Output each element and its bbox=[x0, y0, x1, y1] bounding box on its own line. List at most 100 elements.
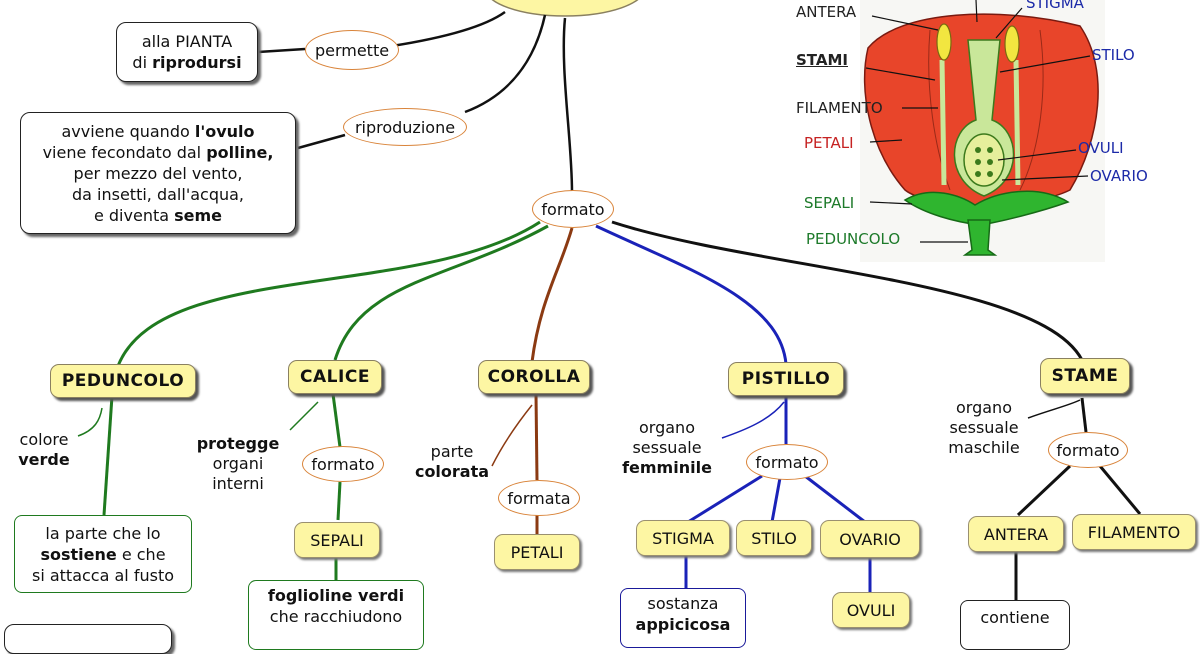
connector-lines bbox=[77, 0, 1142, 600]
corolla-note-l2: colorata bbox=[414, 462, 490, 481]
peduncolo-box: la parte che lo sostiene e che si attacc… bbox=[14, 515, 192, 593]
pianta-line2-pre: di bbox=[132, 53, 153, 72]
fig-label-petali: PETALI bbox=[804, 134, 854, 152]
fig-label-sepali: SEPALI bbox=[804, 194, 855, 212]
pistillo-box-l2: appicicosa bbox=[635, 615, 731, 634]
stame-antera-label: ANTERA bbox=[983, 524, 1049, 544]
repro-l1-bold: l'ovulo bbox=[194, 121, 255, 141]
reproduction-box: avviene quando l'ovulo viene fecondato d… bbox=[20, 112, 296, 234]
concept-stame: STAME bbox=[1040, 358, 1130, 394]
peduncolo-box-l1: la parte che lo bbox=[45, 523, 161, 543]
pistillo-note-l3: femminile bbox=[622, 458, 712, 477]
stem-shape bbox=[962, 219, 998, 256]
corolla-note-l1: parte bbox=[430, 442, 474, 461]
branch-pistillo bbox=[595, 224, 788, 365]
branch-peduncolo bbox=[116, 220, 541, 367]
root-node-fragment bbox=[491, 0, 639, 17]
flower-illustration bbox=[860, 0, 1105, 262]
link-corolla-formata: formata bbox=[498, 480, 580, 516]
line-riproduzione bbox=[297, 133, 346, 150]
pianta-line2-bold: riprodursi bbox=[152, 53, 242, 72]
calice-title: CALICE bbox=[300, 367, 370, 387]
stame-filamento-label: FILAMENTO bbox=[1087, 522, 1181, 542]
repro-l2-bold: polline, bbox=[206, 142, 274, 162]
fig-label-stilo: STILO bbox=[1092, 46, 1135, 64]
concept-calice: CALICE bbox=[288, 360, 382, 394]
pistillo-stilo-label: STILO bbox=[751, 528, 797, 548]
link-pistillo-formato-label: formato bbox=[755, 452, 819, 472]
link-formato-main: formato bbox=[532, 190, 614, 228]
fig-label-ovuli: OVULI bbox=[1078, 139, 1124, 157]
link-riproduzione-label: riproduzione bbox=[354, 117, 456, 137]
pistillo-ovario-label: OVARIO bbox=[839, 529, 901, 549]
fig-label-ovario: OVARIO bbox=[1090, 167, 1148, 185]
link-formato-main-label: formato bbox=[541, 199, 605, 219]
repro-l5-bold: seme bbox=[174, 205, 223, 225]
pistillo-stigma-label: STIGMA bbox=[652, 528, 714, 548]
repro-l5-pre: e diventa bbox=[93, 205, 175, 225]
ovary-chamber bbox=[963, 133, 1005, 187]
stame-title: STAME bbox=[1051, 366, 1119, 386]
peduncolo-box-l2-bold: sostiene bbox=[40, 544, 117, 564]
line-root-formato bbox=[562, 17, 574, 193]
peduncolo-note-l2: verde bbox=[18, 450, 70, 469]
pistillo-ovuli-label: OVULI bbox=[846, 600, 896, 620]
stame-note-l3: maschile bbox=[948, 438, 1020, 457]
calice-box: foglioline verdi che racchiudono bbox=[248, 580, 424, 650]
link-permette-label: permette bbox=[314, 40, 390, 60]
calice-sepali-label: SEPALI bbox=[310, 530, 364, 550]
repro-l2-pre: viene fecondato dal bbox=[42, 142, 207, 162]
calice-box-l1: foglioline verdi bbox=[267, 586, 405, 605]
calice-box-l2: che racchiudono bbox=[269, 607, 403, 626]
link-calice-formato: formato bbox=[302, 446, 384, 482]
concept-corolla: COROLLA bbox=[478, 360, 590, 394]
branch-stame bbox=[611, 220, 1084, 361]
concept-pistillo: PISTILLO bbox=[728, 362, 844, 396]
peduncolo-title: PEDUNCOLO bbox=[61, 371, 185, 391]
stame-note-l1: organo bbox=[956, 398, 1012, 417]
link-pistillo-formato: formato bbox=[746, 444, 828, 480]
calice-note-l1: protegge bbox=[196, 434, 280, 453]
link-corolla-formata-label: formata bbox=[507, 488, 571, 508]
stame-note-l2: sessuale bbox=[949, 418, 1019, 437]
bottom-left-box-fragment bbox=[4, 624, 172, 654]
branch-corolla bbox=[530, 227, 574, 363]
concept-peduncolo: PEDUNCOLO bbox=[50, 364, 196, 398]
pistillo-box-l1: sostanza bbox=[647, 594, 719, 613]
corolla-petali-label: PETALI bbox=[510, 542, 564, 562]
link-calice-formato-label: formato bbox=[311, 454, 375, 474]
fig-label-stami: STAMI bbox=[796, 51, 848, 69]
branch-calice bbox=[333, 224, 549, 361]
link-riproduzione: riproduzione bbox=[343, 108, 467, 146]
pistillo-ovuli: OVULI bbox=[832, 592, 910, 628]
pistillo-box: sostanza appicicosa bbox=[620, 588, 746, 648]
anther-right bbox=[1004, 25, 1020, 63]
fig-label-peduncolo: PEDUNCOLO bbox=[806, 230, 901, 248]
stame-box: contiene bbox=[960, 600, 1070, 650]
repro-l4: da insetti, dall'acqua, bbox=[71, 184, 244, 204]
pianta-box: alla PIANTA di riprodursi bbox=[116, 22, 258, 82]
fig-label-stigma: STIGMA bbox=[1026, 0, 1084, 12]
peduncolo-box-l2-post: e che bbox=[116, 544, 166, 564]
calice-note: protegge organi interni bbox=[188, 434, 288, 494]
calice-note-l3: interni bbox=[212, 474, 264, 493]
link-permette: permette bbox=[305, 30, 399, 70]
repro-l1-pre: avviene quando bbox=[61, 121, 195, 141]
stame-filamento: FILAMENTO bbox=[1072, 514, 1196, 550]
link-stame-formato-label: formato bbox=[1056, 440, 1120, 460]
line-permette-root bbox=[391, 10, 506, 48]
pistillo-note-l1: organo bbox=[639, 418, 695, 437]
sepal-shape bbox=[903, 190, 1070, 226]
corolla-note: parte colorata bbox=[406, 442, 498, 482]
pistillo-title: PISTILLO bbox=[741, 369, 831, 389]
stame-note: organo sessuale maschile bbox=[940, 398, 1028, 458]
pianta-line1: alla PIANTA bbox=[141, 32, 233, 51]
corolla-petali: PETALI bbox=[494, 534, 580, 570]
link-stame-formato: formato bbox=[1048, 432, 1128, 468]
pistillo-note-l2: sessuale bbox=[632, 438, 702, 457]
fig-label-filamento: FILAMENTO bbox=[796, 99, 883, 117]
peduncolo-box-l3: si attacca al fusto bbox=[31, 565, 174, 585]
pistillo-note: organo sessuale femminile bbox=[612, 418, 722, 478]
pistillo-stilo: STILO bbox=[736, 520, 812, 556]
line-riproduzione-root bbox=[464, 14, 547, 114]
